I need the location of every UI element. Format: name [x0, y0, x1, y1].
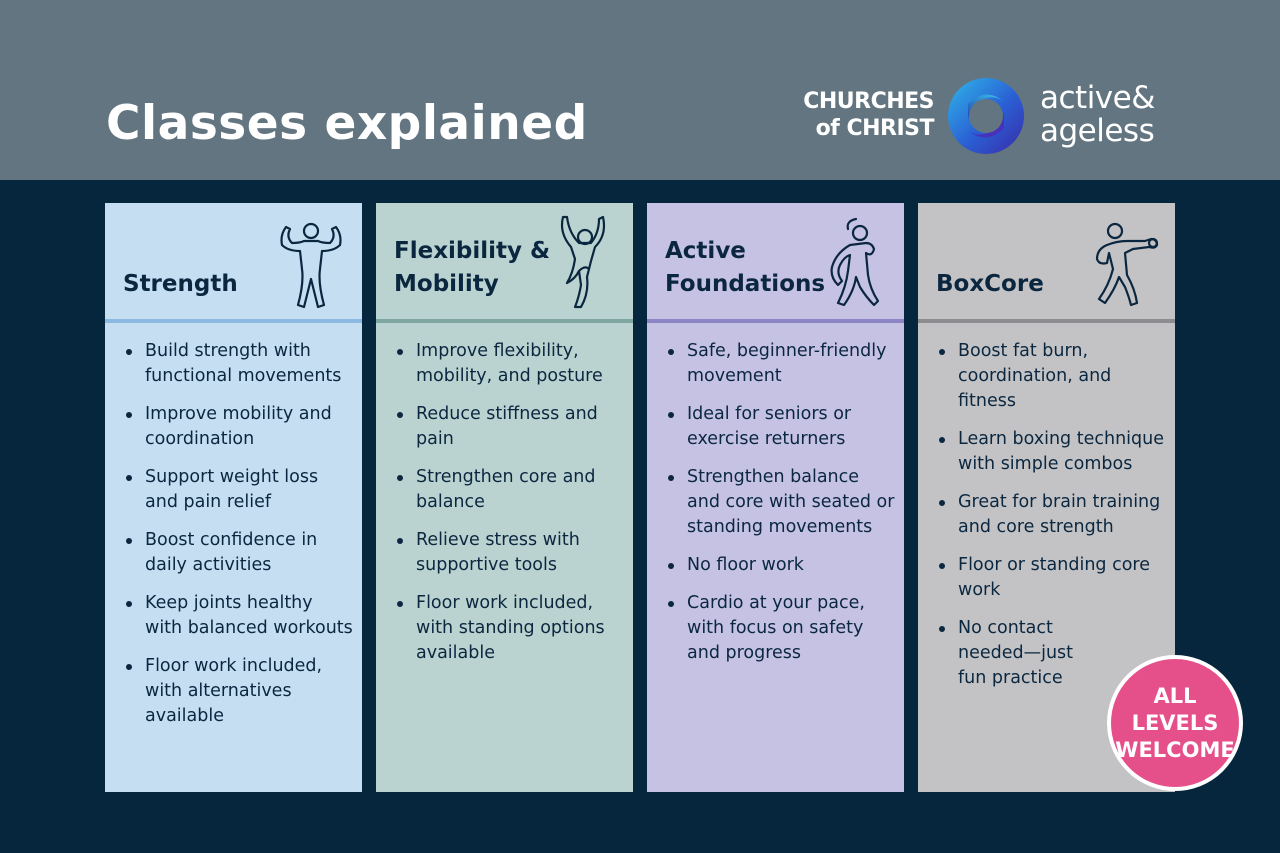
- class-name: Active Foundations: [665, 238, 826, 297]
- class-benefits-list: Boost fat burn, coordination, and fitnes…: [936, 339, 1168, 704]
- list-item: Safe, beginner-friendly movement: [665, 339, 897, 389]
- all-levels-badge: ALL LEVELS WELCOME: [1107, 655, 1243, 791]
- card-header: Flexibility & Mobility: [376, 203, 633, 321]
- ring-logo-icon: [948, 78, 1024, 154]
- class-card-flexibility: Flexibility & Mobility Improve flexibili…: [376, 203, 633, 792]
- list-item: Reduce stiffness and pain: [394, 402, 626, 452]
- list-item: Floor work included, with alternatives a…: [123, 654, 355, 729]
- list-item: Improve mobility and coordination: [123, 402, 355, 452]
- page-title: Classes explained: [106, 96, 588, 151]
- list-item: Build strength with functional movements: [123, 339, 355, 389]
- logo-org-name: CHURCHES of CHRIST: [803, 89, 934, 141]
- class-name: Strength: [123, 271, 238, 297]
- list-item: Cardio at your pace, with focus on safet…: [665, 591, 897, 666]
- list-item: Support weight loss and pain relief: [123, 465, 355, 515]
- boxing-figure-icon: [1095, 222, 1159, 307]
- card-divider: [918, 319, 1175, 323]
- brand-logo: CHURCHES of CHRIST active& ag: [782, 76, 1182, 160]
- list-item: No floor work: [665, 553, 897, 578]
- list-item: Learn boxing technique with simple combo…: [936, 427, 1168, 477]
- card-divider: [647, 319, 904, 323]
- card-header: Active Foundations: [647, 203, 904, 321]
- logo-brand-name: active& ageless: [1040, 80, 1155, 149]
- list-item: Relieve stress with supportive tools: [394, 528, 626, 578]
- class-benefits-list: Safe, beginner-friendly movement Ideal f…: [665, 339, 897, 679]
- class-benefits-list: Improve flexibility, mobility, and postu…: [394, 339, 626, 679]
- card-divider: [376, 319, 633, 323]
- list-item: Floor or standing core work: [936, 553, 1168, 603]
- list-item: Strengthen balance and core with seated …: [665, 465, 897, 540]
- class-name: BoxCore: [936, 271, 1044, 297]
- list-item: Floor work included, with standing optio…: [394, 591, 626, 666]
- class-name: Flexibility & Mobility: [394, 238, 551, 297]
- class-card-active-foundations: Active Foundations Safe, beginner-friend…: [647, 203, 904, 792]
- card-header: Strength: [105, 203, 362, 321]
- strength-figure-icon: [280, 222, 342, 309]
- list-item: Great for brain training and core streng…: [936, 490, 1168, 540]
- list-item: Keep joints healthy with balanced workou…: [123, 591, 355, 641]
- list-item: Improve flexibility, mobility, and postu…: [394, 339, 626, 389]
- list-item: Boost fat burn, coordination, and fitnes…: [936, 339, 1168, 414]
- list-item: Boost confidence in daily activities: [123, 528, 355, 578]
- card-divider: [105, 319, 362, 323]
- list-item: Strengthen core and balance: [394, 465, 626, 515]
- class-card-strength: Strength Build strength with functional …: [105, 203, 362, 792]
- header-band: Classes explained CHURCHES of CHRIST: [0, 0, 1280, 180]
- list-item: No contact needed—just fun practice: [936, 616, 1086, 691]
- list-item: Ideal for seniors or exercise returners: [665, 402, 897, 452]
- balance-figure-icon: [830, 217, 880, 307]
- class-benefits-list: Build strength with functional movements…: [123, 339, 355, 742]
- card-header: BoxCore: [918, 203, 1175, 321]
- stretch-figure-icon: [560, 215, 606, 309]
